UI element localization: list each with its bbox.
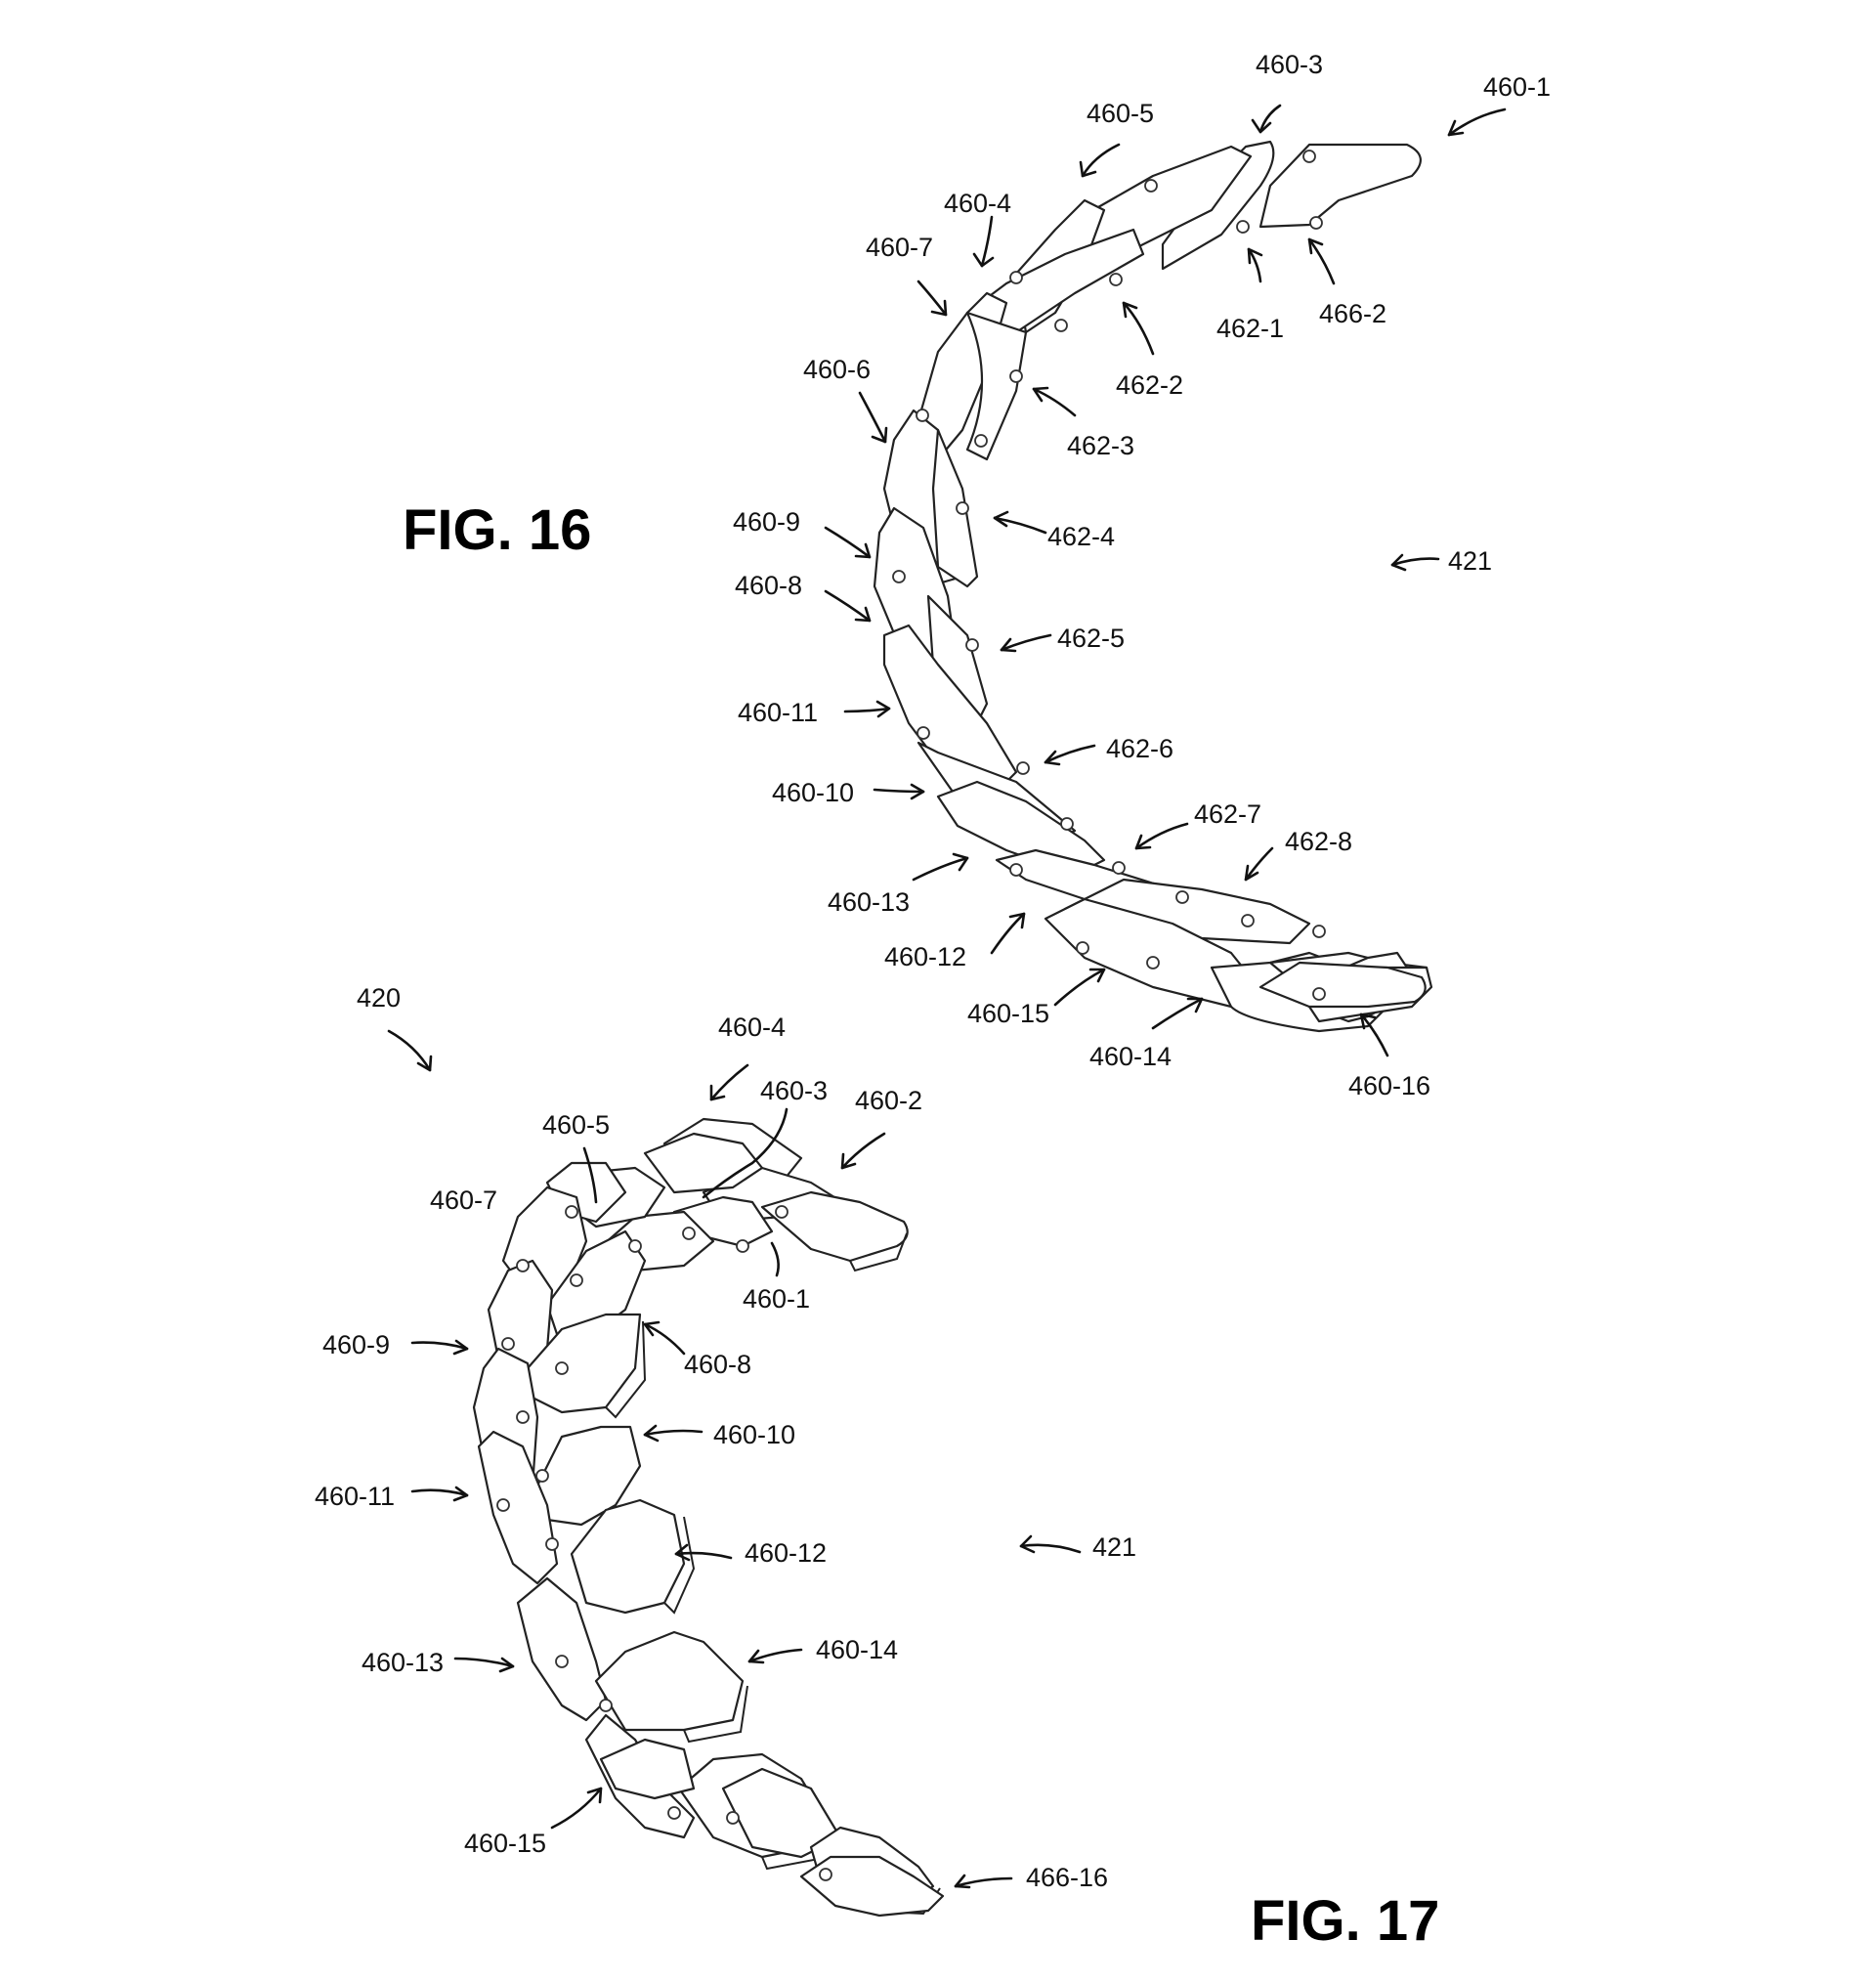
fig16-label-460-4: 460-4 — [944, 189, 1011, 218]
fig16-label-460-9: 460-9 — [733, 507, 800, 537]
fig17-label-460-9: 460-9 — [322, 1330, 390, 1359]
fig17-label-460-14: 460-14 — [816, 1635, 898, 1664]
fig16-title: FIG. 16 — [403, 498, 591, 562]
fig17-label-460-3: 460-3 — [760, 1076, 828, 1105]
fig16-label-462-2: 462-2 — [1116, 370, 1183, 400]
fig17-label-460-2: 460-2 — [855, 1086, 922, 1115]
fig16-label-462-8: 462-8 — [1285, 827, 1352, 856]
fig17-title: FIG. 17 — [1251, 1889, 1439, 1953]
fig16-leader-arrows — [824, 104, 1507, 1057]
fig16-label-460-7: 460-7 — [866, 233, 933, 262]
fig16-chain — [873, 140, 1433, 1033]
fig17-label-420: 420 — [357, 983, 401, 1013]
fig17-label-421: 421 — [1092, 1532, 1136, 1562]
fig17-label-460-11: 460-11 — [315, 1482, 395, 1511]
fig16-label-460-15: 460-15 — [967, 999, 1049, 1028]
fig17-label-460-13: 460-13 — [362, 1648, 444, 1677]
fig16-label-460-1: 460-1 — [1483, 72, 1551, 102]
fig16-label-460-8: 460-8 — [735, 571, 802, 600]
fig17-label-460-10: 460-10 — [713, 1420, 795, 1449]
fig16-label-462-7: 462-7 — [1194, 799, 1261, 829]
fig16-label-460-5: 460-5 — [1087, 99, 1154, 128]
fig16-label-460-3: 460-3 — [1256, 50, 1323, 79]
fig17-label-460-12: 460-12 — [745, 1538, 827, 1568]
fig16-label-460-10: 460-10 — [772, 778, 854, 807]
fig17-label-460-1: 460-1 — [743, 1284, 810, 1314]
fig17-chain — [472, 1117, 945, 1918]
fig16-label-460-11: 460-11 — [738, 698, 818, 727]
fig16-label-462-5: 462-5 — [1057, 624, 1125, 653]
fig16-label-466-2: 466-2 — [1319, 299, 1386, 328]
fig17-label-460-5: 460-5 — [542, 1110, 610, 1140]
fig17-label-460-7: 460-7 — [430, 1185, 497, 1215]
fig16-label-460-14: 460-14 — [1089, 1042, 1172, 1071]
fig16-label-421: 421 — [1448, 546, 1492, 576]
fig17-label-460-8: 460-8 — [684, 1350, 751, 1379]
fig16-label-462-6: 462-6 — [1106, 734, 1173, 763]
fig16-label-460-12: 460-12 — [884, 942, 966, 971]
fig17-part-labels: 420 460-4 460-3 460-2 460-5 460-7 460-1 … — [315, 983, 1136, 1892]
fig16-label-462-3: 462-3 — [1067, 431, 1134, 460]
fig16-label-460-16: 460-16 — [1348, 1071, 1430, 1100]
fig17-label-460-15: 460-15 — [464, 1829, 546, 1858]
fig17-leader-arrows — [387, 1029, 1082, 1889]
fig17-label-466-16: 466-16 — [1026, 1863, 1108, 1892]
fig16-label-460-13: 460-13 — [828, 887, 910, 917]
fig16-part-labels: 460-1 460-3 460-5 460-4 460-7 460-6 460-… — [733, 50, 1551, 1100]
fig16-label-462-1: 462-1 — [1216, 314, 1284, 343]
fig16-drawing: 460-1 460-3 460-5 460-4 460-7 460-6 460-… — [403, 50, 1551, 1100]
fig17-drawing: 420 460-4 460-3 460-2 460-5 460-7 460-1 … — [315, 983, 1439, 1953]
fig16-label-460-6: 460-6 — [803, 355, 871, 384]
fig17-label-460-4: 460-4 — [718, 1013, 786, 1042]
fig16-label-462-4: 462-4 — [1047, 522, 1115, 551]
